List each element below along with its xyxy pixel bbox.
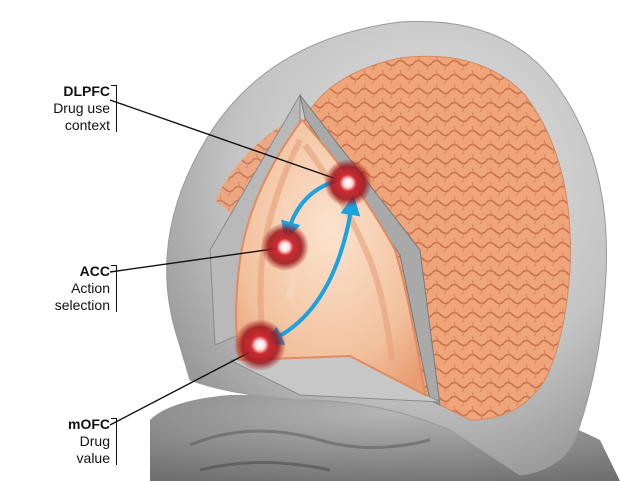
region-name: DLPFC — [20, 83, 110, 100]
region-description: Drug — [20, 433, 110, 450]
region-name: mOFC — [20, 416, 110, 433]
label-mofc: mOFC Drug value — [20, 416, 117, 467]
region-name: ACC — [20, 263, 110, 280]
region-description: value — [20, 450, 110, 467]
region-description: context — [20, 117, 110, 134]
hotspot-acc — [261, 223, 309, 271]
hotspot-dlpfc — [324, 159, 372, 207]
label-dlpfc: DLPFC Drug use context — [20, 83, 117, 134]
hotspot-mofc — [234, 319, 286, 371]
region-description: Drug use — [20, 100, 110, 117]
region-description: selection — [20, 297, 110, 314]
region-description: Action — [20, 280, 110, 297]
label-acc: ACC Action selection — [20, 263, 117, 314]
